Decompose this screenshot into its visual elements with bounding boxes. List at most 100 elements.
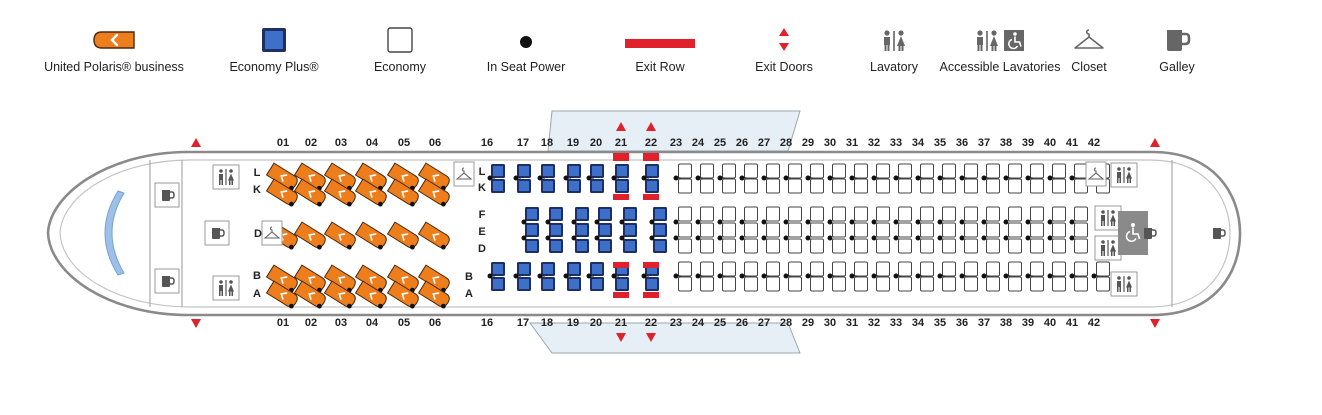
row-number: 05 [398,137,410,149]
figure-head [1127,167,1131,171]
economy-seat [810,238,824,254]
power-dot [377,303,383,309]
power-dot [1025,175,1031,181]
power-dot [849,273,855,279]
figure-leg [229,180,231,185]
row-number: 30 [824,317,836,329]
power-dot [611,273,617,279]
power-dot [871,273,877,279]
exit-row-bar [643,262,659,268]
row-number: 30 [824,137,836,149]
seat-letter: B [253,270,261,282]
exit-door-arrow [646,333,656,342]
economy-plus-seat-cushion [569,279,579,289]
economy-seat [920,163,934,179]
wheelchair-seat [1132,227,1141,240]
economy-seat [898,238,912,254]
economy-icon [325,24,475,56]
economy-plus-seat-cushion [543,279,553,289]
power-dot [1047,219,1053,225]
power-dot [537,273,543,279]
power-dot [563,273,569,279]
seat-chevron [432,233,440,241]
legend-label: Accessible Lavatories [939,60,1061,74]
row-number: 26 [736,317,748,329]
figure-divider [1107,240,1109,256]
economy-seat [1030,238,1044,254]
economy-plus-seat-cushion [655,225,665,235]
economy-seat [678,222,692,238]
power-dot [1003,273,1009,279]
power-dot [545,219,551,225]
economy-seat [832,206,846,222]
economy-plus-seat-cushion [543,181,553,191]
economy-seat [1074,222,1088,238]
figure-leg [1119,287,1121,292]
economy-plus-seat-cushion [519,279,529,289]
economy-plus-seat-cushion [592,279,602,289]
economy-seat [788,238,802,254]
seat-chevron [280,174,288,182]
exit-door-arrow [646,122,656,131]
economy-seat [810,276,824,292]
figure-leg [1113,251,1115,256]
economy-seat [920,276,934,292]
economy-seat [678,206,692,222]
economy-seat [964,206,978,222]
power-dot [849,235,855,241]
power-dot [521,219,527,225]
economy-seat [766,276,780,292]
power-dot [611,175,617,181]
row-numbers: 1616171718181919202021212222232324242525… [277,137,1100,329]
economy-seat [744,276,758,292]
row-number: 36 [956,137,968,149]
power-dot [1047,273,1053,279]
economy-plus-seat-cushion [592,166,602,176]
economy-seat [1008,163,1022,179]
row-number: 24 [692,137,705,149]
legend-label: Closet [1071,60,1107,74]
power-dot [959,273,965,279]
economy-seat [942,206,956,222]
power-dot [316,201,322,207]
polaris-business-seat [354,280,387,309]
economy-seat [986,178,1000,194]
polaris-business-seat [417,280,450,309]
economy-seat [964,238,978,254]
exit-row-icon [585,24,735,56]
legend-label: Economy Plus® [229,60,319,74]
power-dot [849,175,855,181]
economy-plus-seat-cushion [527,225,537,235]
row-number: 34 [912,317,925,329]
economy-seat [942,261,956,277]
economy-plus-seat-cushion [493,166,503,176]
lavatory-figures [219,280,234,296]
power-dot [695,235,701,241]
power-dot [288,244,294,250]
power-dot [937,219,943,225]
economy-plus-seat-cushion [600,225,610,235]
row-number: 03 [335,317,347,329]
economy-seat [1030,261,1044,277]
seat-chevron [432,292,440,300]
economy-seat [766,206,780,222]
power-dot [805,273,811,279]
exit-door-arrow [1150,319,1160,328]
power-dot [586,175,592,181]
polaris-business-seat [265,178,298,207]
cup [212,228,220,239]
power-dot [563,175,569,181]
figure-divider [1107,210,1109,226]
economy-seat [788,163,802,179]
power-dot [981,273,987,279]
power-dot [1047,175,1053,181]
seat-letter: D [254,228,262,240]
economy-seat [898,276,912,292]
accessible-lavatory-icon [925,24,1075,56]
economy-seat [1030,222,1044,238]
cup-handle [1152,229,1157,237]
power-dot [545,235,551,241]
economy-seat [678,238,692,254]
seat-chevron [369,174,377,182]
figure-body [228,284,234,292]
